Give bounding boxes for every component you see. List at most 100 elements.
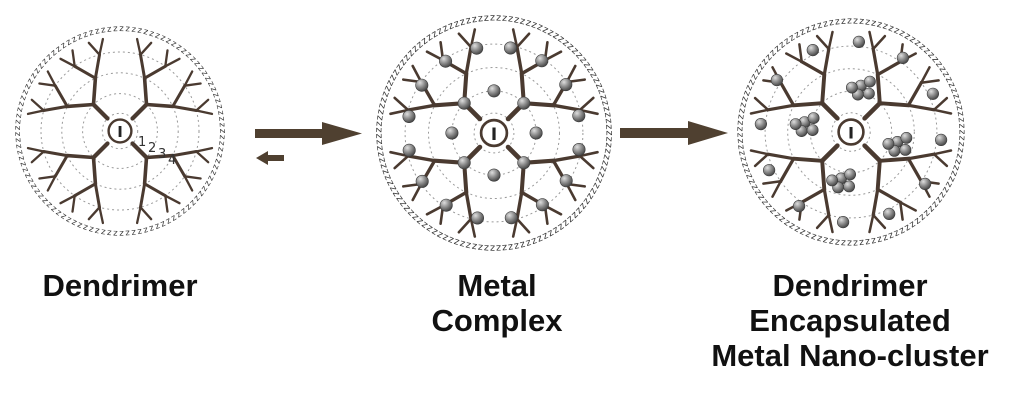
branch-segment — [762, 180, 782, 185]
surface-z-glyph: z — [16, 154, 27, 161]
branch-segment — [868, 30, 875, 51]
surface-z-glyph: z — [584, 191, 596, 201]
surface-z-glyph: z — [560, 37, 571, 49]
caption-encapsulated-cluster: Dendrimer Encapsulated Metal Nano-cluste… — [690, 268, 1010, 373]
surface-z-glyph: z — [519, 16, 527, 28]
branch-segment — [749, 149, 770, 156]
surface-z-glyph: z — [519, 238, 527, 250]
surface-z-glyph: z — [397, 57, 409, 68]
surface-z-glyph: z — [828, 235, 835, 247]
surface-z-glyph: z — [81, 221, 89, 232]
surface-z-glyph: z — [147, 223, 155, 234]
branch-segment — [171, 84, 187, 108]
surface-z-glyph: z — [772, 209, 783, 221]
dotted-ring — [787, 68, 915, 196]
surface-z-glyph: z — [876, 19, 884, 31]
metal-particle — [754, 117, 768, 131]
dendron-branches — [26, 37, 214, 225]
surface-z-glyph: z — [535, 232, 544, 244]
surface-z-glyph: z — [490, 12, 495, 23]
branch-segment — [827, 30, 834, 51]
surface-z-glyph: z — [18, 160, 29, 168]
surface-z-glyph: z — [374, 139, 385, 145]
branch-segment — [53, 154, 69, 178]
surface-z-glyph: z — [387, 73, 399, 83]
surface-z-glyph: z — [847, 15, 852, 26]
surface-z-glyph: z — [384, 78, 396, 87]
surface-z-glyph: z — [465, 15, 472, 27]
surface-z-glyph: z — [950, 164, 962, 172]
dotted-ring — [831, 112, 871, 152]
branch-segment — [469, 217, 477, 238]
surface-z-glyph: z — [113, 24, 118, 34]
branch-segment — [142, 155, 149, 186]
metal-particle — [852, 35, 866, 49]
generation-number: 2 — [148, 141, 156, 156]
surface-z-glyph: z — [183, 202, 193, 213]
branch-segment — [920, 79, 940, 84]
surface-groups: zzzzzzzzzzzzzzzzzzzzzzzzzzzzzzzzzzzzzzzz… — [734, 15, 967, 248]
metal-particle — [807, 112, 820, 124]
surface-z-glyph: z — [217, 129, 227, 134]
surface-z-glyph: z — [840, 237, 846, 248]
branch-segment — [139, 53, 147, 80]
surface-z-glyph: z — [595, 170, 607, 179]
metal-particle — [806, 124, 819, 137]
surface-z-glyph: z — [828, 17, 835, 29]
surface-z-glyph: z — [513, 240, 520, 252]
surface-z-glyph: z — [430, 226, 440, 238]
branch-segment — [142, 76, 149, 107]
surface-z-glyph: z — [584, 65, 596, 75]
surface-z-glyph: z — [581, 196, 593, 207]
surface-z-glyph: z — [471, 240, 478, 252]
surface-z-glyph: z — [954, 104, 966, 111]
surface-z-glyph: z — [375, 151, 387, 158]
surface-z-glyph: z — [917, 211, 928, 223]
metal-particle — [487, 168, 501, 182]
branch-segment — [183, 70, 194, 87]
generation-number: 3 — [158, 147, 166, 162]
surface-z-glyph: z — [853, 237, 858, 248]
surface-z-glyph: z — [192, 59, 203, 69]
surface-z-glyph: z — [18, 94, 29, 102]
metal-particle — [934, 133, 948, 146]
branch-segment — [42, 104, 69, 112]
core-label: I — [848, 124, 854, 143]
surface-z-glyph: z — [142, 27, 149, 38]
surface-z-glyph: z — [741, 89, 753, 98]
surface-z-glyph: z — [925, 203, 936, 214]
surface-z-glyph: z — [59, 40, 69, 51]
surface-z-glyph: z — [447, 234, 456, 246]
forward-arrow-2-shaft — [620, 128, 692, 138]
surface-z-glyph: z — [590, 181, 602, 191]
branch-segment — [195, 146, 214, 153]
branch-segment — [551, 154, 582, 163]
branch-segment — [871, 47, 880, 77]
surface-z-glyph: z — [28, 181, 39, 191]
surface-z-glyph: z — [735, 114, 747, 120]
branch-segment — [195, 150, 210, 164]
branch-segment — [862, 143, 883, 164]
reverse-arrow-shaft — [268, 155, 284, 161]
surface-z-glyph: z — [897, 27, 907, 39]
branch-segment — [819, 143, 840, 164]
branch-segment — [578, 96, 595, 112]
surface-z-glyph: z — [587, 186, 599, 196]
branch-segment — [73, 182, 97, 198]
surface-z-glyph: z — [54, 44, 64, 55]
surface-z-glyph: z — [952, 98, 964, 106]
surface-z-glyph: z — [602, 112, 614, 119]
metal-particle — [864, 75, 876, 88]
surface-z-glyph: z — [546, 227, 556, 239]
surface-z-glyph: z — [54, 207, 64, 218]
branch-segment — [877, 101, 911, 108]
surface-z-glyph: z — [755, 192, 767, 203]
surface-z-glyph: z — [597, 93, 609, 101]
surface-z-glyph: z — [384, 178, 396, 187]
surface-z-glyph: z — [13, 137, 23, 143]
surface-z-glyph: z — [374, 145, 386, 151]
generation-rings — [40, 51, 200, 211]
branch-segment — [871, 34, 887, 51]
surface-z-glyph: z — [777, 39, 788, 51]
surface-z-glyph: z — [216, 116, 227, 122]
